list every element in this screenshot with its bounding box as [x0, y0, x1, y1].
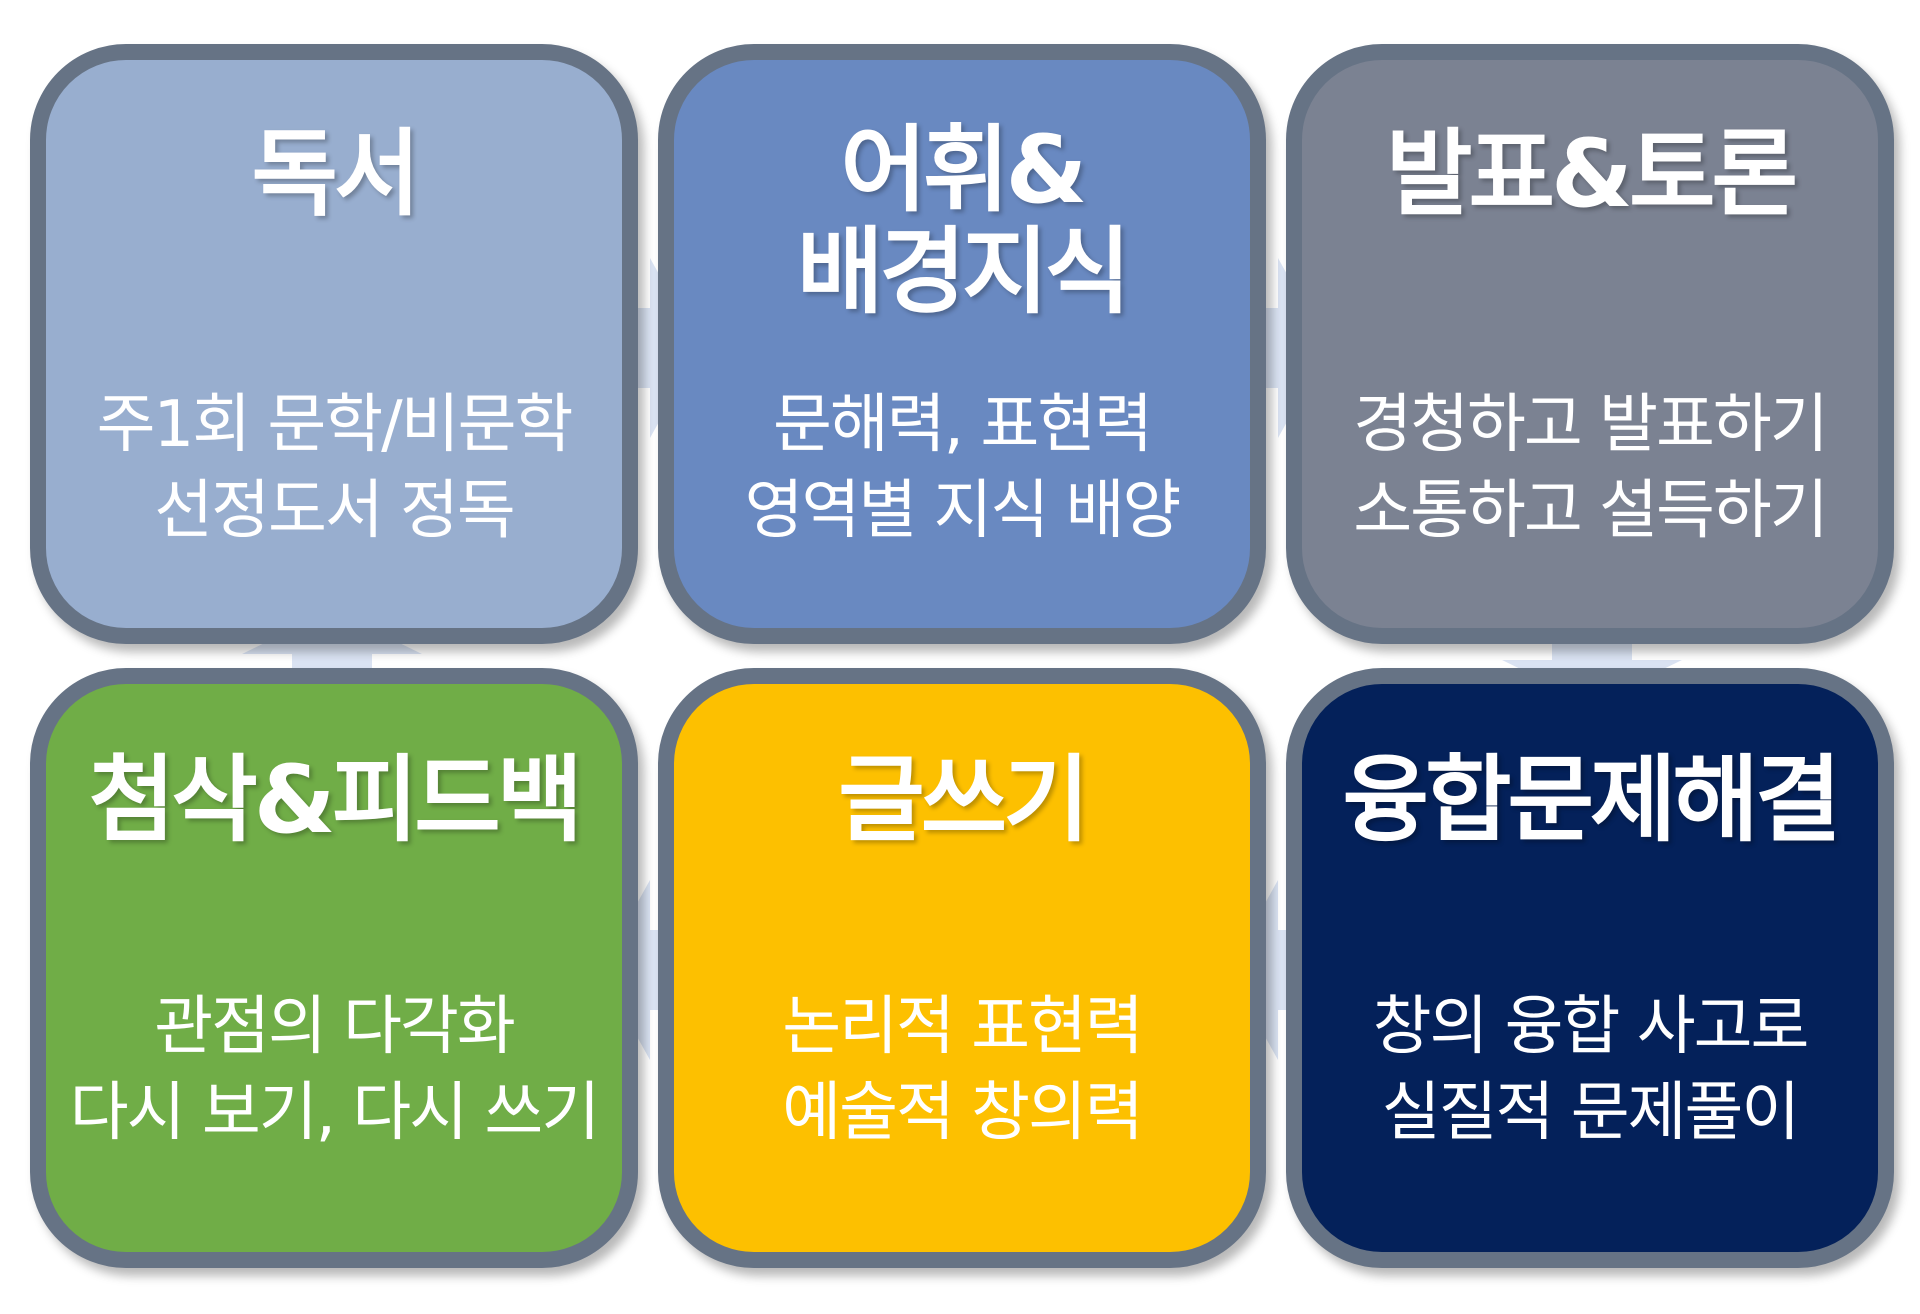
card-title-line: 발표&토론 — [1386, 120, 1798, 229]
card-description-line: 예술적 창의력 — [782, 1076, 1144, 1150]
card-title-line: 배경지식 — [797, 218, 1131, 327]
card-description-line: 소통하고 설득하기 — [1353, 474, 1828, 548]
card-title-line: 첨삭&피드백 — [88, 746, 583, 855]
card-description-line: 다시 보기, 다시 쓰기 — [69, 1076, 600, 1150]
card-reading: 독서 주1회 문학/비문학 선정도서 정독 — [30, 44, 638, 644]
card-vocabulary: 어휘& 배경지식 문해력, 표현력 영역별 지식 배양 — [658, 44, 1266, 644]
card-correction: 첨삭&피드백 관점의 다각화 다시 보기, 다시 쓰기 — [30, 668, 638, 1268]
card-title: 글쓰기 — [674, 750, 1250, 852]
card-title: 첨삭&피드백 — [46, 750, 622, 852]
card-description: 문해력, 표현력 영역별 지식 배양 — [674, 382, 1250, 554]
card-description: 주1회 문학/비문학 선정도서 정독 — [46, 382, 622, 554]
card-title-line: 글쓰기 — [838, 746, 1089, 855]
card-description: 관점의 다각화 다시 보기, 다시 쓰기 — [46, 984, 622, 1156]
card-problem-solving: 융합문제해결 창의 융합 사고로 실질적 문제풀이 — [1286, 668, 1894, 1268]
card-title-line: 독서 — [251, 120, 421, 229]
card-title-line: 어휘& — [840, 116, 1088, 225]
card-title: 융합문제해결 — [1302, 750, 1878, 852]
card-description-line: 관점의 다각화 — [154, 990, 516, 1064]
card-title: 발표&토론 — [1302, 124, 1878, 226]
card-description: 창의 융합 사고로 실질적 문제풀이 — [1302, 984, 1878, 1156]
card-description-line: 영역별 지식 배양 — [744, 474, 1182, 548]
card-writing: 글쓰기 논리적 표현력 예술적 창의력 — [658, 668, 1266, 1268]
card-title: 독서 — [46, 124, 622, 226]
card-description-line: 창의 융합 사고로 — [1372, 990, 1810, 1064]
card-description-line: 실질적 문제풀이 — [1381, 1076, 1801, 1150]
card-description-line: 논리적 표현력 — [782, 990, 1144, 1064]
card-description: 논리적 표현력 예술적 창의력 — [674, 984, 1250, 1156]
card-description-line: 주1회 문학/비문학 — [96, 388, 574, 462]
card-presentation: 발표&토론 경청하고 발표하기 소통하고 설득하기 — [1286, 44, 1894, 644]
card-description-line: 문해력, 표현력 — [773, 388, 1153, 462]
card-description-line: 경청하고 발표하기 — [1353, 388, 1828, 462]
card-title-line: 융합문제해결 — [1342, 746, 1842, 855]
card-title: 어휘& 배경지식 — [674, 120, 1250, 324]
card-description-line: 선정도서 정독 — [154, 474, 516, 548]
card-description: 경청하고 발표하기 소통하고 설득하기 — [1302, 382, 1878, 554]
